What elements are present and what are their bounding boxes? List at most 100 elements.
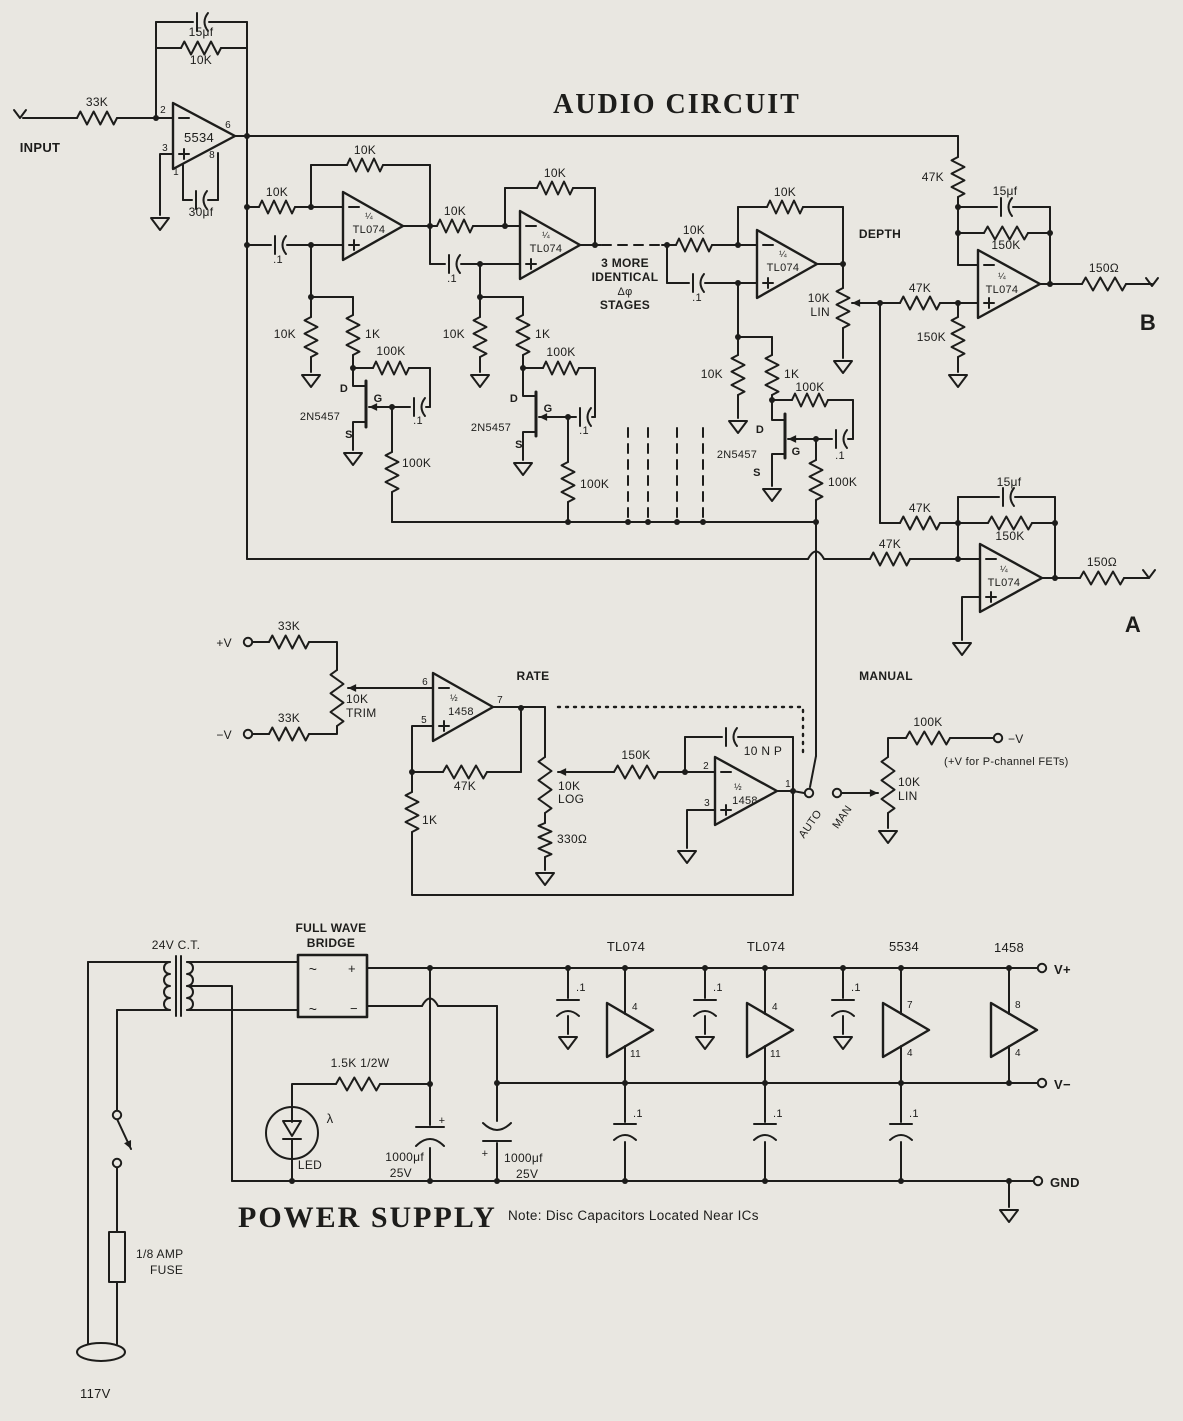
resistor bbox=[983, 225, 1029, 241]
junction-dot bbox=[898, 1178, 904, 1184]
ground-icon bbox=[833, 360, 853, 374]
label-+: + bbox=[482, 1148, 489, 1160]
junction-dot bbox=[1052, 520, 1058, 526]
junction-dot bbox=[520, 365, 526, 371]
polar-capacitor bbox=[482, 1122, 512, 1131]
label-: ~ bbox=[309, 1001, 317, 1017]
label-+vforp-channelfets: (+V for P-channel FETs) bbox=[944, 756, 1069, 768]
junction-dot bbox=[700, 519, 706, 525]
gnd-terminal-label: GND bbox=[1050, 1175, 1080, 1190]
label-10k: 10K bbox=[274, 327, 296, 341]
wire bbox=[522, 367, 537, 397]
label-2n5457: 2N5457 bbox=[717, 449, 757, 461]
resistor bbox=[880, 756, 896, 814]
arrowhead bbox=[852, 299, 861, 307]
junction-dot bbox=[494, 1080, 500, 1086]
junction-dot bbox=[955, 300, 961, 306]
disc-capacitor-note: Note: Disc Capacitors Located Near ICs bbox=[508, 1208, 759, 1223]
mains-label: 117V bbox=[80, 1386, 111, 1401]
label-.1: .1 bbox=[273, 254, 283, 266]
label-10k: 10K bbox=[808, 291, 830, 305]
dotted-wire bbox=[556, 705, 805, 760]
opamp-triangle bbox=[341, 190, 405, 262]
vminus-terminal-label: V− bbox=[1054, 1077, 1071, 1092]
junction-dot bbox=[955, 556, 961, 562]
label-.1: .1 bbox=[633, 1108, 643, 1120]
ic-tl074-label: TL074 bbox=[353, 224, 386, 236]
led-diode-icon bbox=[282, 1120, 302, 1137]
label-10k: 10K bbox=[443, 327, 465, 341]
label-11: 11 bbox=[630, 1049, 641, 1060]
opamp-triangle bbox=[518, 209, 582, 281]
junction-dot bbox=[1006, 1178, 1012, 1184]
capacitor bbox=[831, 1010, 855, 1017]
label-4: 4 bbox=[772, 1002, 778, 1013]
opamp-triangle bbox=[755, 228, 819, 300]
capacitors bbox=[195, 12, 1015, 1147]
label-v: −V bbox=[1008, 732, 1024, 746]
label-150k: 150K bbox=[991, 238, 1020, 252]
label-330ω: 330Ω bbox=[557, 832, 587, 846]
resistor bbox=[950, 156, 966, 198]
ground-icon bbox=[470, 374, 490, 388]
label-d: D bbox=[340, 383, 348, 395]
label-g: G bbox=[374, 393, 383, 405]
ground-icon bbox=[695, 1036, 715, 1050]
more-stages-note: 3 MORE bbox=[601, 256, 649, 270]
jfets bbox=[364, 379, 817, 460]
junction-dot bbox=[477, 294, 483, 300]
label-.1: .1 bbox=[692, 292, 702, 304]
resistor bbox=[436, 218, 474, 234]
junction-dot bbox=[592, 242, 598, 248]
wire bbox=[308, 725, 338, 735]
junction-dot bbox=[769, 397, 775, 403]
label-10k: 10K bbox=[266, 185, 288, 199]
label-d: D bbox=[510, 393, 518, 405]
ground-icon bbox=[948, 374, 968, 388]
resistor bbox=[335, 1076, 381, 1092]
label-100k: 100K bbox=[913, 715, 942, 729]
label-: ½ bbox=[450, 693, 458, 703]
label-stages: STAGES bbox=[600, 298, 650, 312]
output-b-label: B bbox=[1140, 310, 1156, 335]
resistor bbox=[1079, 570, 1125, 586]
mains-plug bbox=[76, 1342, 126, 1362]
connector-tick bbox=[13, 109, 27, 119]
resistor bbox=[869, 551, 911, 567]
transformer-primary-coil bbox=[163, 961, 171, 1011]
label-: ¼ bbox=[998, 271, 1006, 281]
ground-icon bbox=[952, 642, 972, 656]
label-3: 3 bbox=[162, 143, 168, 154]
label-: ½ bbox=[734, 782, 742, 792]
ic-triangle bbox=[605, 1001, 655, 1059]
wire bbox=[186, 985, 233, 1182]
ic-5534-label: 5534 bbox=[184, 130, 214, 145]
terminal-circle bbox=[1036, 962, 1048, 974]
label-150k: 150K bbox=[917, 330, 946, 344]
label-s: S bbox=[753, 467, 761, 479]
resistor bbox=[899, 515, 941, 531]
label-30μf: 30μf bbox=[189, 205, 214, 219]
junction-dot bbox=[955, 204, 961, 210]
bridge-rectifier-box bbox=[296, 953, 369, 1019]
junction-dot bbox=[762, 965, 768, 971]
junction-dot bbox=[762, 1080, 768, 1086]
label-6: 6 bbox=[422, 677, 428, 688]
label-1458: 1458 bbox=[732, 795, 758, 807]
junction-dot bbox=[898, 965, 904, 971]
junction-dot bbox=[244, 133, 250, 139]
ic-triangle bbox=[881, 1001, 931, 1059]
label-10k: 10K bbox=[544, 166, 566, 180]
label-1k: 1K bbox=[422, 813, 437, 827]
junction-dot bbox=[1052, 575, 1058, 581]
label-s: S bbox=[515, 439, 523, 451]
ground-icon bbox=[343, 452, 363, 466]
label-150ω: 150Ω bbox=[1089, 261, 1119, 275]
input-label: INPUT bbox=[20, 140, 61, 155]
capacitor bbox=[556, 1010, 580, 1017]
ground-icon bbox=[150, 217, 170, 231]
label-lin: LIN bbox=[898, 789, 918, 803]
label-2n5457: 2N5457 bbox=[471, 422, 511, 434]
label-.1: .1 bbox=[773, 1108, 783, 1120]
label-10k: 10K bbox=[701, 367, 723, 381]
